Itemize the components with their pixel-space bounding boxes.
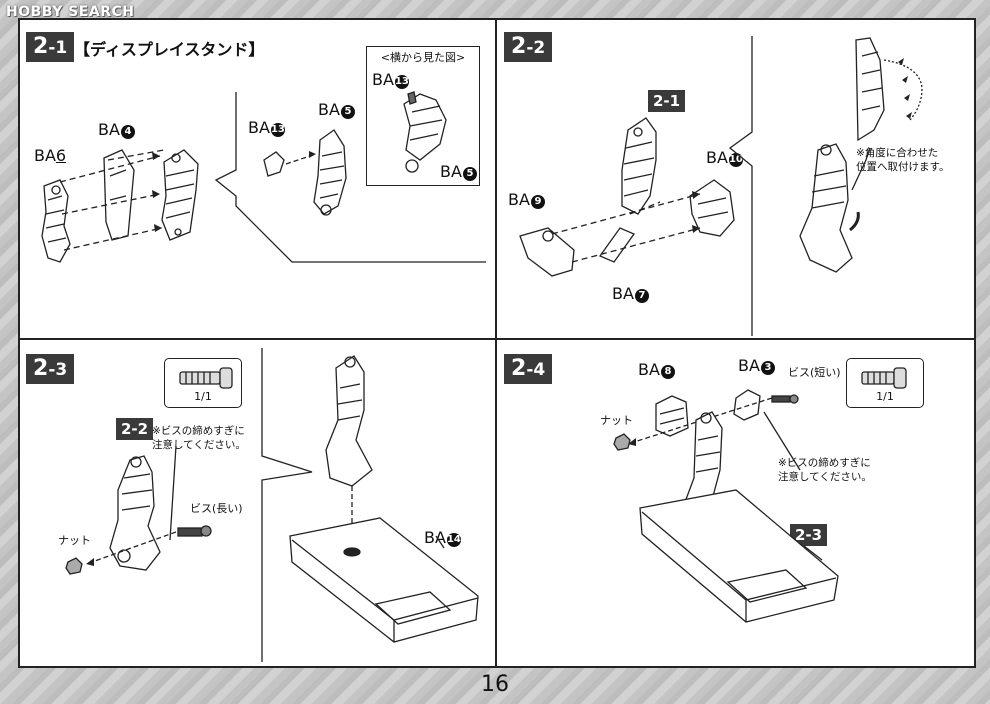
step-badge-2-4: 2-4 — [504, 354, 553, 384]
screw-caution-note-2: ※ビスの締めすぎに注意してください。 — [778, 457, 872, 483]
screw-count-2: 1/1 — [876, 390, 894, 403]
screw-icon-long — [179, 367, 233, 389]
stand-arm-vertical-drawing — [325, 355, 373, 487]
screw-icon-short — [861, 367, 907, 389]
panel-divider-horizontal — [18, 338, 974, 340]
part-ba7-drawing — [599, 227, 635, 263]
nut-label: ナット — [58, 534, 91, 547]
section-title: 【ディスプレイスタンド】 — [74, 40, 265, 59]
ref-step-2-3: 2-3 — [790, 524, 828, 546]
nut-drawing — [65, 557, 83, 575]
base-assembled-drawing — [639, 489, 839, 623]
step-sub: -1 — [48, 38, 68, 58]
part-ba13-drawing — [263, 151, 285, 177]
part-ba5-drawing — [313, 129, 347, 216]
side-view-caption: <横から見た図> — [380, 51, 466, 64]
screw-count: 1/1 — [194, 390, 212, 403]
part-ba9-drawing — [519, 227, 575, 277]
part-ba8-drawing — [655, 395, 689, 437]
part-ba3-drawing — [733, 389, 761, 421]
screw-long-drawing — [177, 525, 212, 537]
nut-drawing-2 — [613, 433, 631, 451]
part-label-ba6: BA6 — [34, 146, 67, 165]
side-view-drawing — [403, 91, 447, 173]
step-badge-2-1: 2-1 — [26, 32, 75, 62]
stand-assembly-2-2-drawing — [109, 455, 161, 571]
step-badge-2-2: 2-2 — [504, 32, 553, 62]
page-number: 16 — [481, 672, 509, 697]
nut-label-2: ナット — [600, 414, 633, 427]
part-label-ba13-side: BA13 — [372, 70, 409, 89]
ref-step-2-1: 2-1 — [648, 90, 686, 112]
part-ba6-drawing — [41, 179, 71, 263]
part-ba10-drawing — [689, 179, 735, 237]
screw-long-label: ビス(長い) — [190, 502, 243, 515]
angle-note: ※角度に合わせた位置へ取付けます。 — [856, 147, 950, 173]
part-2-1-assembly-drawing — [621, 117, 657, 215]
part-label-ba13: BA13 — [248, 118, 285, 137]
step-main: 2 — [33, 34, 49, 59]
stand-arm-angled-drawing — [799, 143, 853, 273]
step-badge-2-3: 2-3 — [26, 354, 75, 384]
assembly-arrows-2-1 — [59, 149, 165, 251]
screw-short-drawing — [771, 394, 799, 404]
screw-short-label: ビス(短い) — [788, 366, 841, 379]
ref-step-2-2: 2-2 — [116, 418, 154, 440]
part-ba-assembled-drawing — [161, 149, 199, 241]
base-ba14-drawing — [289, 517, 479, 643]
watermark: HOBBY SEARCH — [6, 4, 135, 20]
panel-divider-vertical — [495, 18, 497, 666]
